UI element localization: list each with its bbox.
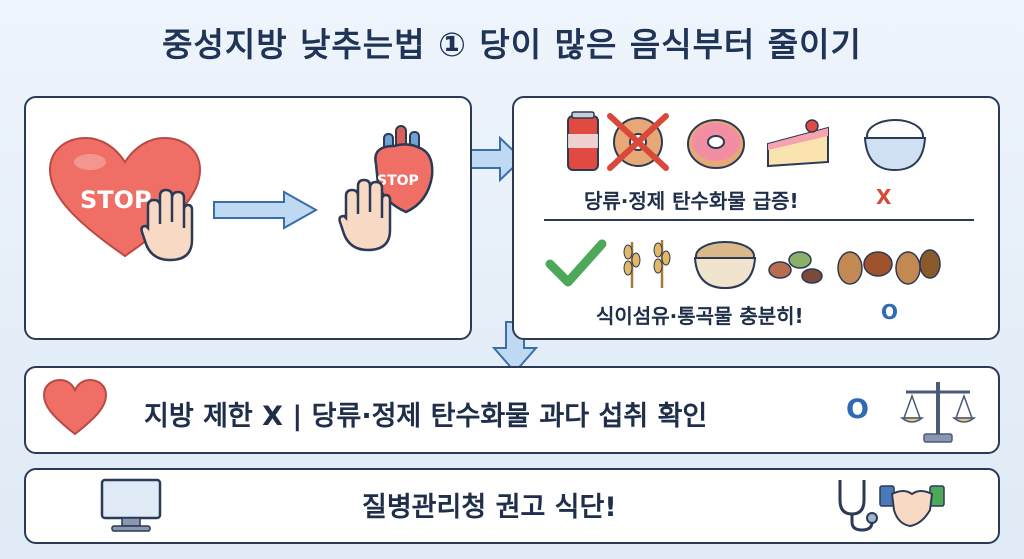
wheat-icon: [623, 240, 671, 288]
soda-can-icon: [567, 111, 599, 171]
heart-icon: [42, 378, 108, 436]
o-mark: O: [881, 300, 899, 324]
check-icon: [545, 239, 607, 287]
top-row-text: 당류·정제 탄수화물 급증!: [584, 189, 799, 213]
rice-bowl-icon: [863, 119, 927, 172]
grain-bowl-icon: [693, 241, 757, 290]
summary-o-mark: O: [846, 394, 869, 425]
donut-icon: [687, 119, 745, 169]
heart-stop-label: STOP: [80, 186, 152, 214]
bottom-row-text: 식이섬유·통곡물 충분히!: [596, 304, 804, 328]
cake-slice-icon: [767, 119, 829, 168]
stethoscope-icon: [838, 480, 878, 532]
hand-stop-icon: [140, 188, 194, 262]
arrow-right-icon: [469, 135, 524, 183]
nuts-icon: [837, 249, 941, 285]
handshake-icon: [879, 485, 945, 528]
summary-panel: [24, 366, 1000, 454]
recommendation-text: 질병관리청 권고 식단!: [362, 492, 617, 523]
x-mark: X: [876, 185, 892, 209]
crossed-donut-icon: [607, 113, 669, 171]
scale-icon: [899, 382, 977, 443]
recommendation-panel: [24, 468, 1000, 544]
hand-stop-icon: [338, 178, 392, 252]
heart-small-stop-label: STOP: [377, 173, 419, 189]
page-title: 중성지방 낮추는법 ① 당이 많은 음식부터 줄이기: [162, 25, 862, 64]
beans-icon: [768, 251, 823, 284]
summary-text: 지방 제한 X | 당류·정제 탄수화물 과다 섭취 확인: [144, 401, 708, 432]
monitor-icon: [100, 478, 162, 532]
arrow-right-icon: [213, 190, 319, 230]
section-divider: [544, 219, 974, 221]
